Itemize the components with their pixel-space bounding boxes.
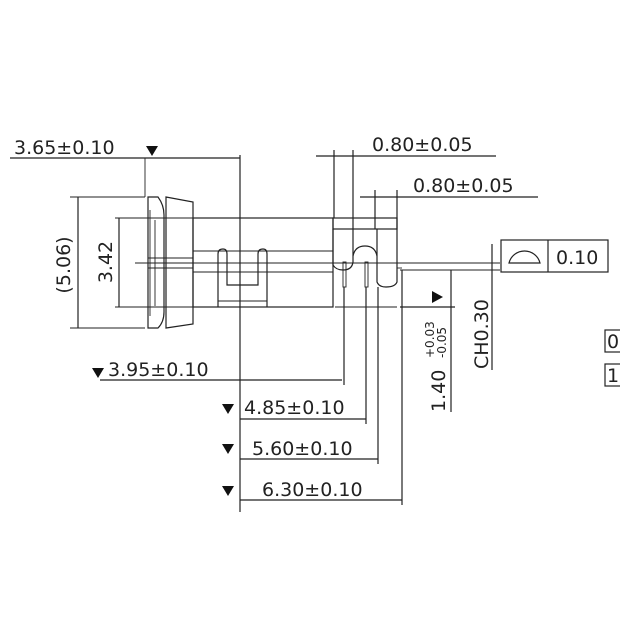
tolerance-value: 0.10 bbox=[556, 247, 598, 269]
dimension-3-42: 3.42 bbox=[95, 217, 193, 308]
dimension-5-60: 5.60±0.10 bbox=[222, 287, 379, 464]
datum-triangle-icon bbox=[146, 146, 158, 156]
datum-triangle-icon bbox=[222, 486, 234, 496]
dim-label: 1.40 bbox=[428, 370, 450, 412]
dimension-5-06: (5.06) bbox=[53, 196, 145, 329]
dim-label: CH0.30 bbox=[471, 299, 493, 369]
dimension-3-65: 3.65±0.10 bbox=[10, 137, 241, 512]
dimension-chamfer: CH0.30 bbox=[471, 244, 493, 370]
dimension-1-40: 1.40 +0.03 -0.05 bbox=[400, 270, 455, 412]
dim-label: 0.80±0.05 bbox=[413, 175, 514, 197]
dimension-3-95: 3.95±0.10 bbox=[92, 287, 345, 385]
dim-label: 0.80±0.05 bbox=[372, 134, 473, 156]
dim-label: 3.95±0.10 bbox=[108, 359, 209, 381]
edge-label: 0 bbox=[607, 331, 619, 353]
datum-triangle-icon bbox=[432, 291, 443, 303]
edge-labels: 0 1 bbox=[604, 329, 620, 387]
dim-label: 3.42 bbox=[95, 241, 117, 283]
dim-label: 5.60±0.10 bbox=[252, 438, 353, 460]
datum-triangle-icon bbox=[92, 368, 104, 378]
part-outline bbox=[135, 196, 500, 329]
datum-triangle-icon bbox=[222, 444, 234, 454]
tolerance-frame: 0.10 bbox=[500, 239, 609, 273]
dimension-0-80-b: 0.80±0.05 bbox=[360, 175, 538, 229]
dim-label: 3.65±0.10 bbox=[14, 137, 115, 159]
tolerance-lower: -0.05 bbox=[435, 327, 449, 358]
dimension-0-80-a: 0.80±0.05 bbox=[316, 134, 496, 229]
dim-label: 6.30±0.10 bbox=[262, 479, 363, 501]
tolerance-upper: +0.03 bbox=[423, 321, 437, 358]
dimension-4-85: 4.85±0.10 bbox=[222, 287, 367, 424]
dim-label: 4.85±0.10 bbox=[244, 397, 345, 419]
dim-label: (5.06) bbox=[53, 236, 75, 293]
edge-label: 1 bbox=[607, 365, 619, 387]
dimension-6-30: 6.30±0.10 bbox=[222, 270, 403, 505]
profile-of-a-line-icon bbox=[508, 250, 541, 264]
datum-triangle-icon bbox=[222, 404, 234, 414]
